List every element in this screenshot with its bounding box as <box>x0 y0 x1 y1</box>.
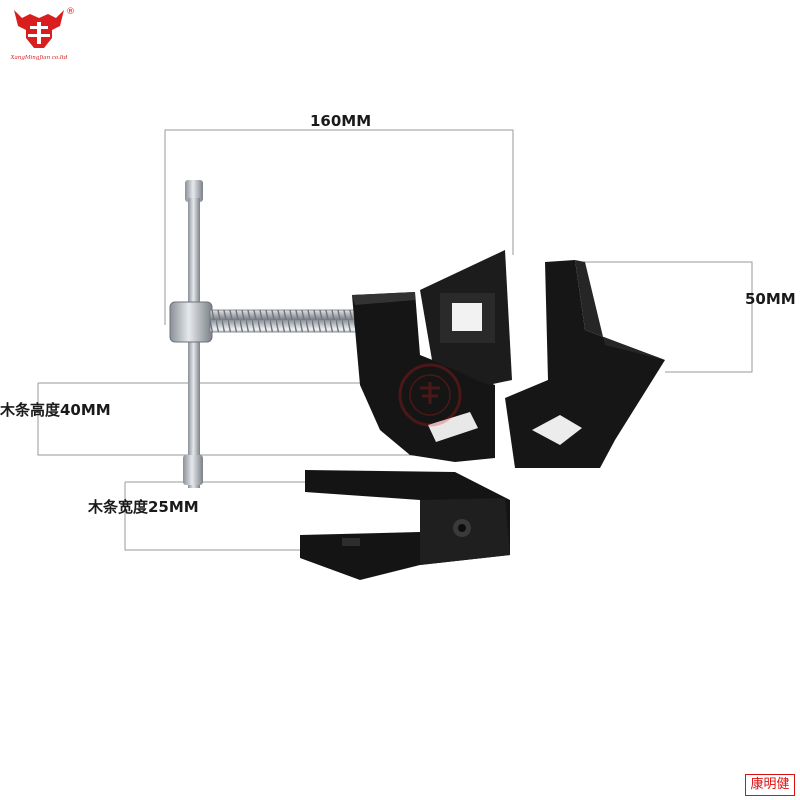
dimension-label-length: 160MM <box>310 112 372 130</box>
registered-mark: ® <box>66 7 74 17</box>
brand-logo: ® XangMingJian co.ltd <box>10 7 74 61</box>
seal-watermark <box>398 363 462 427</box>
dimension-label-wood-width: 木条宽度25MM <box>88 498 199 516</box>
right-jaw <box>505 260 665 468</box>
t-handle <box>169 180 213 488</box>
dimension-label-height: 50MM <box>745 290 796 308</box>
logo-text: XangMingJian co.ltd <box>10 55 68 61</box>
bottom-bracket <box>300 470 510 580</box>
threaded-screw <box>209 309 361 333</box>
dim-line-wood-width <box>124 481 305 551</box>
dim-line-length <box>164 129 514 325</box>
left-jaw <box>352 250 512 462</box>
dimension-label-wood-height: 木条高度40MM <box>0 401 111 419</box>
dim-line-height <box>575 261 753 373</box>
logo-emblem-icon <box>14 10 64 48</box>
watermark-stamp: 康明健 <box>745 774 795 796</box>
